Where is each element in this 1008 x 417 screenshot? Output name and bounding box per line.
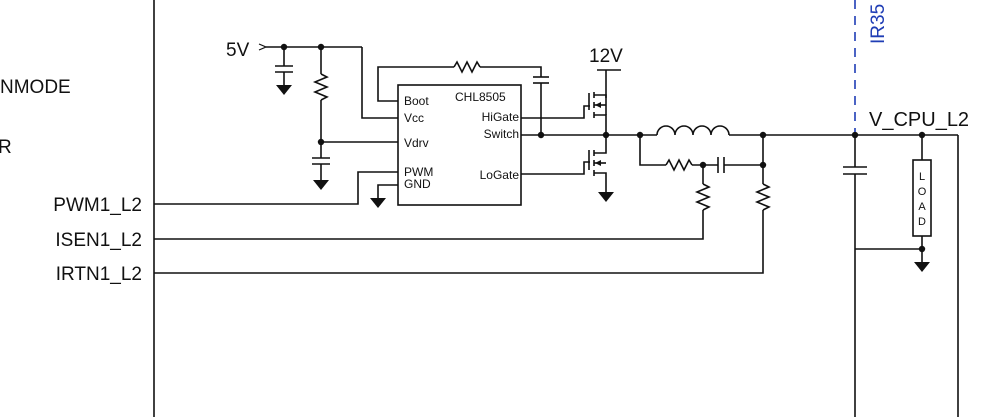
- irtn-resistor: [754, 183, 772, 211]
- 12v-label: 12V: [589, 46, 623, 67]
- sense-resistor: [665, 158, 693, 172]
- logate-pin-label: LoGate: [480, 168, 520, 182]
- switch-pin-label: Switch: [484, 127, 519, 141]
- load-letter: L: [919, 171, 925, 183]
- hs-drain: [594, 94, 607, 98]
- logate-wire: [521, 161, 590, 175]
- 5v-label: 5V: [226, 40, 250, 61]
- 5v-arrow-icon: [258, 43, 268, 51]
- ground-icon: [914, 262, 930, 272]
- load-letter: D: [918, 216, 926, 228]
- ground-icon: [276, 85, 292, 95]
- higate-wire: [521, 105, 590, 119]
- output-inductor: [656, 125, 730, 136]
- v-cpu-l2-label: V_CPU_L2: [869, 109, 969, 131]
- load-letter: A: [918, 201, 926, 213]
- boot-resistor: [453, 60, 481, 74]
- gnd-pin-label: GND: [404, 177, 431, 191]
- r-label-partial: R: [0, 137, 12, 158]
- enmode-label-partial: NMODE: [0, 77, 71, 98]
- vcc-pin-label: Vcc: [404, 111, 424, 125]
- junction-dot: [537, 131, 545, 139]
- hs-arrow-icon: [595, 102, 601, 108]
- junction-dot: [918, 245, 926, 253]
- controller-label-partial: IR35: [868, 4, 889, 44]
- irtn-net-wire: [154, 210, 764, 274]
- isen1-l2-label: ISEN1_L2: [55, 230, 142, 251]
- junction-dot: [918, 131, 926, 139]
- pwm1-l2-label: PWM1_L2: [53, 195, 142, 216]
- driver-part-number: CHL8505: [455, 90, 506, 104]
- vcc-resistor: [312, 73, 330, 101]
- ground-icon: [313, 180, 329, 190]
- ls-source: [594, 172, 607, 192]
- pwm-net-wire: [154, 171, 398, 205]
- boot-pin-wire: [377, 66, 454, 102]
- chl8505-driver-ic: [397, 84, 522, 206]
- load-letter: O: [918, 186, 927, 198]
- higate-pin-label: HiGate: [482, 110, 520, 124]
- ls-arrow-icon: [595, 160, 601, 166]
- irtn1-l2-label: IRTN1_L2: [56, 264, 142, 285]
- ground-icon: [370, 198, 386, 208]
- vdrv-pin-label: Vdrv: [404, 136, 429, 150]
- pwm-pin-label: PWM: [404, 165, 433, 179]
- gnd-pin-wire: [377, 184, 398, 198]
- isen-net-wire: [154, 210, 704, 240]
- ls-drain: [594, 135, 607, 154]
- ground-icon: [598, 192, 614, 202]
- hs-source: [594, 114, 607, 135]
- sense-wire: [639, 135, 666, 166]
- vcc-pin-wire: [361, 47, 398, 119]
- isen-resistor: [694, 183, 712, 211]
- boot-pin-label: Boot: [404, 94, 429, 108]
- boot-res-wire: [480, 66, 542, 77]
